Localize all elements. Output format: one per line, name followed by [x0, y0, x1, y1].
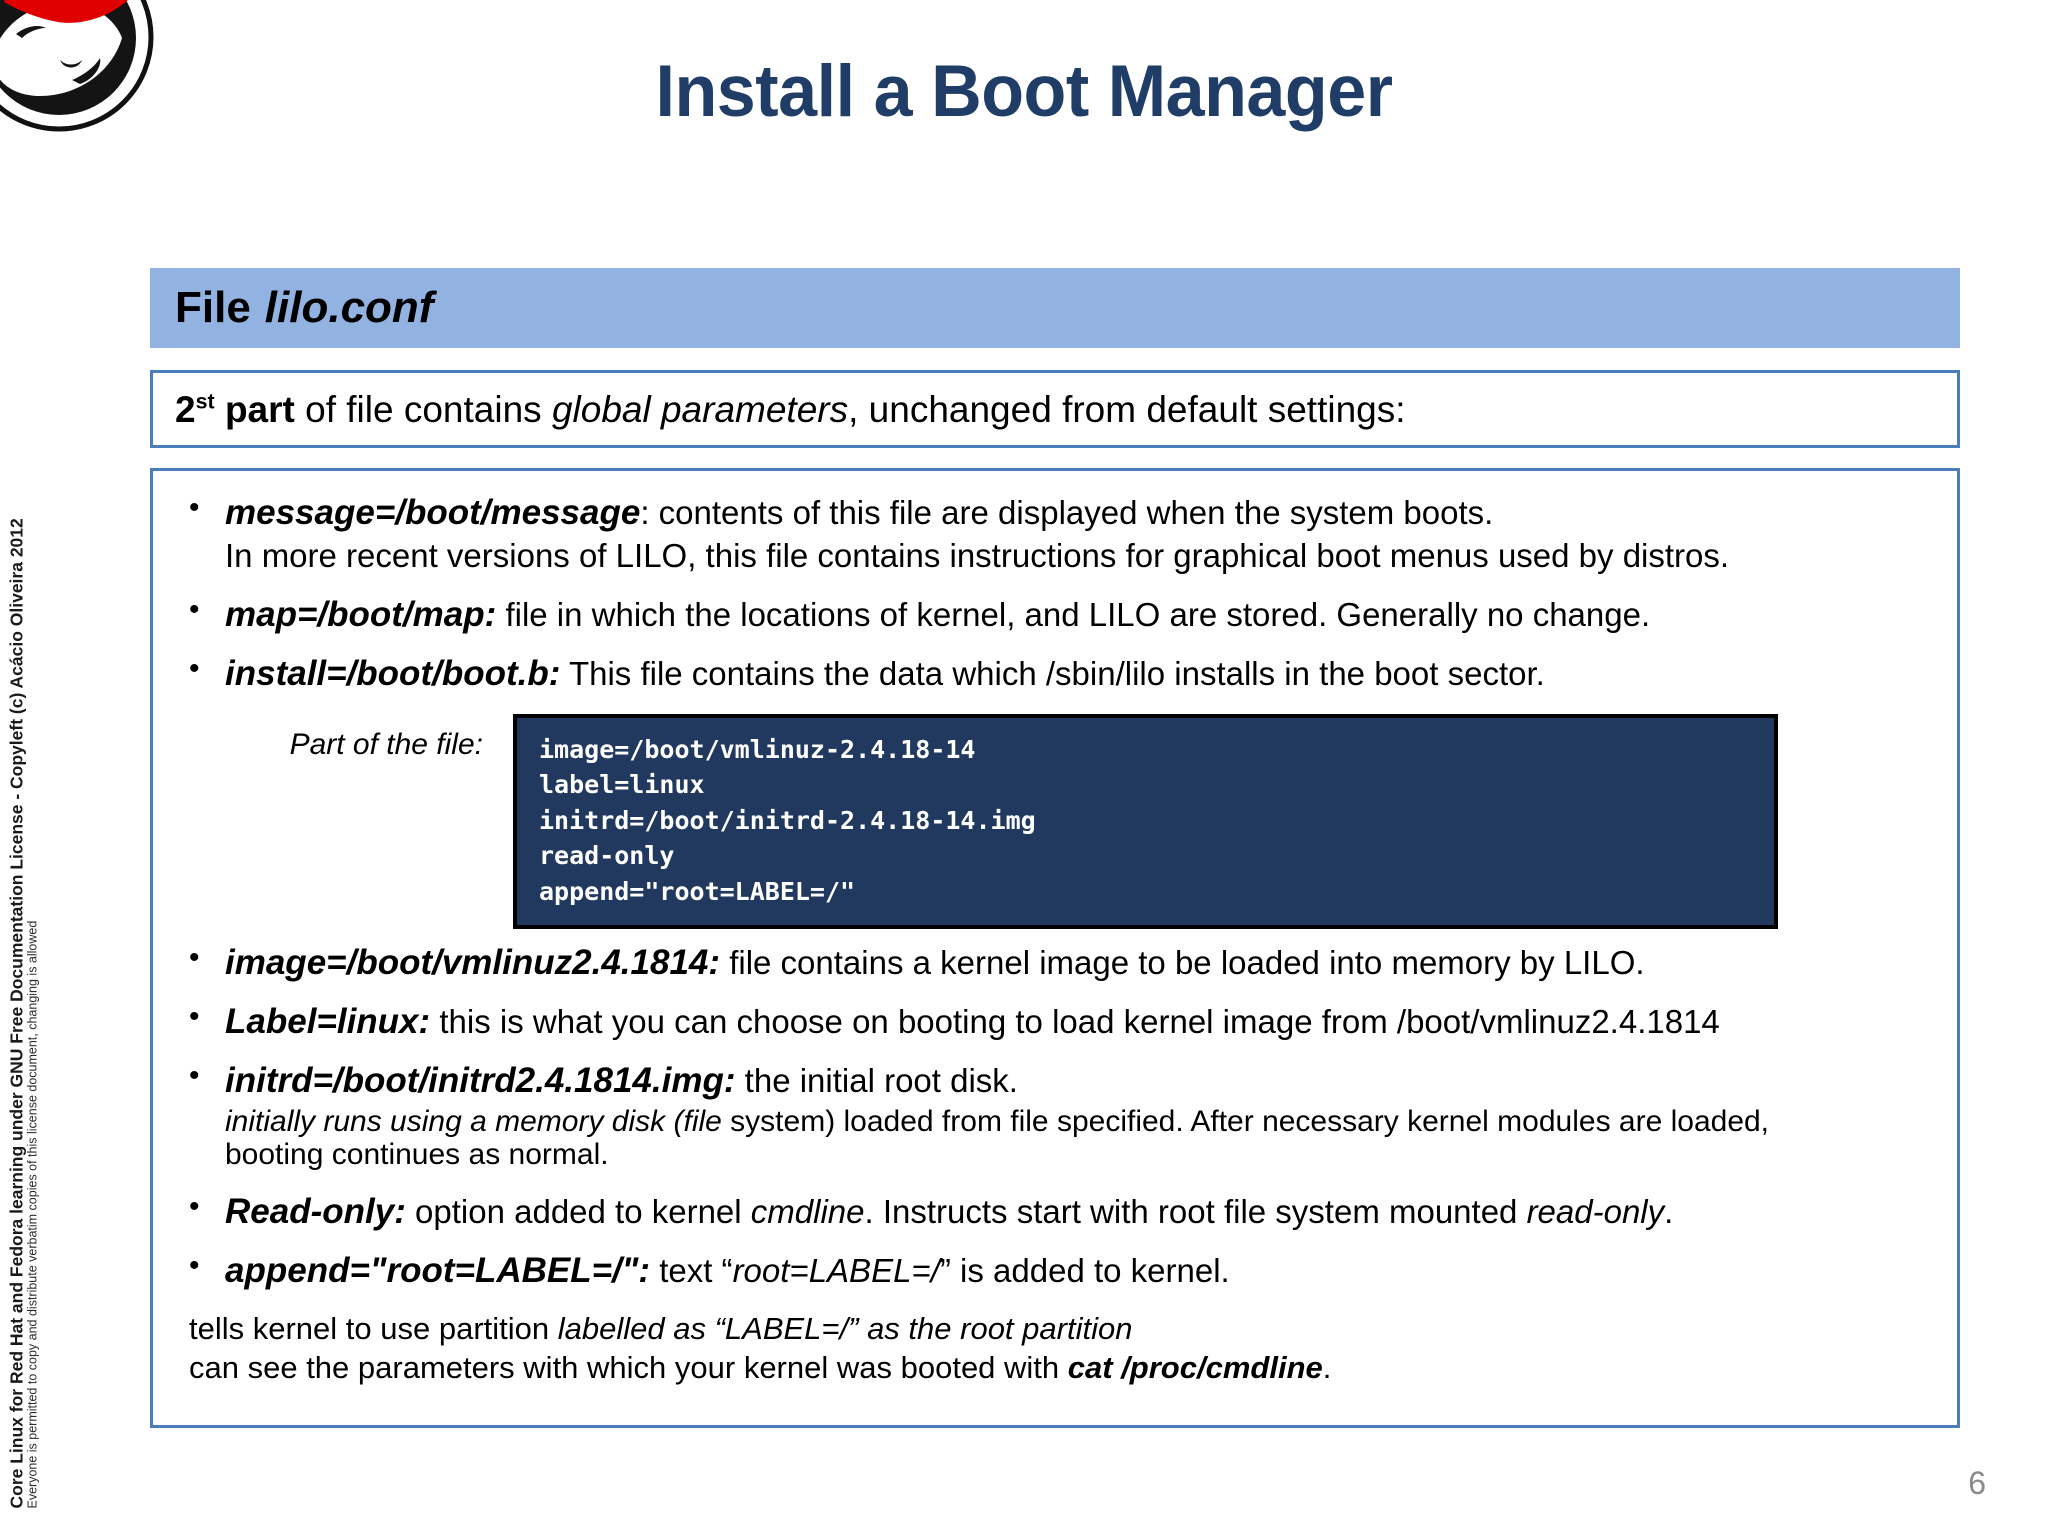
tail-line-1: tells kernel to use partition labelled a… — [173, 1310, 1937, 1349]
list-item-image: image=/boot/vmlinuz2.4.1814: file contai… — [173, 940, 1937, 983]
bullet-second-line: In more recent versions of LILO, this fi… — [225, 537, 1730, 575]
bullet-note-line-1: initially runs using a memory disk (file… — [225, 1105, 1937, 1139]
bullet-text-a: text “ — [650, 1251, 733, 1289]
parameter-list: message=/boot/message: contents of this … — [173, 490, 1937, 694]
summary-text: 2st part of file contains global paramet… — [175, 388, 1406, 430]
bullet-text-c: . — [1664, 1192, 1674, 1230]
file-header-label: File — [175, 283, 251, 332]
bullet-text-b: ” is added to kernel. — [939, 1251, 1230, 1289]
code-line: initrd=/boot/initrd-2.4.18-14.img — [539, 805, 1036, 835]
list-item-read-only: Read-only: option added to kernel cmdlin… — [173, 1189, 1937, 1231]
details-box: message=/boot/message: contents of this … — [150, 468, 1960, 1428]
list-item-install: install=/boot/boot.b: This file contains… — [173, 651, 1937, 694]
slide-content: File lilo.conf 2st part of file contains… — [150, 268, 1960, 1428]
bullet-text-b: . Instructs start with root file system … — [864, 1192, 1527, 1230]
bullet-note-normal: system) loaded from file specified. Afte… — [721, 1104, 1770, 1138]
bullet-keyword: image=/boot/vmlinuz2.4.1814: — [225, 943, 721, 983]
bullet-note-italic: initially runs using a memory disk (file — [225, 1104, 722, 1138]
bullet-text: file contains a kernel image to be loade… — [720, 944, 1645, 982]
bullet-text: this is what you can choose on booting t… — [430, 1003, 1720, 1041]
bullet-text-italic: cmdline — [750, 1192, 865, 1230]
summary-ordinal: 2 — [175, 388, 196, 430]
page-number: 6 — [1968, 1465, 1986, 1501]
bullet-text: the initial root disk. — [735, 1062, 1018, 1100]
bullet-text: text “root=LABEL=/” is added to kernel. — [650, 1252, 1230, 1289]
bullet-keyword: install=/boot/boot.b: — [225, 654, 561, 694]
bullet-text: file in which the locations of kernel, a… — [496, 596, 1651, 634]
tail-line-2-command: cat /proc/cmdline — [1067, 1349, 1323, 1385]
license-sub-text: Everyone is permitted to copy and distri… — [25, 920, 40, 1508]
code-line: read-only — [539, 841, 675, 871]
red-hat-shadowman-logo — [0, 0, 154, 132]
bullet-keyword: append="root=LABEL=/": — [225, 1250, 651, 1290]
list-item-message: message=/boot/message: contents of this … — [173, 490, 1937, 575]
license-main-text: Core Linux for Red Hat and Fedora learni… — [6, 517, 27, 1508]
list-item-label: Label=linux: this is what you can choose… — [173, 999, 1937, 1042]
summary-bold-word: part — [224, 388, 295, 430]
code-sample-label: Part of the file: — [289, 727, 483, 761]
list-item-append: append="root=LABEL=/": text “root=LABEL=… — [173, 1248, 1937, 1290]
list-item-initrd: initrd=/boot/initrd2.4.1814.img: the ini… — [173, 1058, 1937, 1172]
tail-line-2: can see the parameters with which your k… — [173, 1349, 1937, 1388]
bullet-keyword: initrd=/boot/initrd2.4.1814.img: — [225, 1061, 736, 1101]
page-title: Install a Boot Manager — [655, 51, 1393, 132]
license-sidebar: Core Linux for Red Hat and Fedora learni… — [6, 0, 72, 1536]
bullet-note-line-2: booting continues as normal. — [225, 1138, 609, 1172]
tail-line-2-text: can see the parameters with which your k… — [189, 1349, 1068, 1385]
code-line: image=/boot/vmlinuz-2.4.18-14 — [539, 734, 976, 764]
bullet-text: This file contains the data which /sbin/… — [560, 655, 1545, 693]
summary-text-2: , unchanged from default settings: — [848, 388, 1406, 430]
tail-line-1-italic: labelled as “LABEL=/” as the root partit… — [557, 1311, 1133, 1347]
bullet-text-italic-2: read-only — [1526, 1192, 1665, 1230]
list-item-map: map=/boot/map: file in which the locatio… — [173, 592, 1937, 635]
file-header-band: File lilo.conf — [150, 268, 1960, 348]
bullet-keyword: Read-only: — [225, 1191, 406, 1231]
file-header-filename: lilo.conf — [264, 283, 434, 332]
parameter-list-continued: image=/boot/vmlinuz2.4.1814: file contai… — [173, 940, 1937, 1290]
summary-text-1: of file contains — [294, 388, 552, 430]
summary-italic-1: global parameters — [551, 388, 849, 430]
bullet-keyword: map=/boot/map: — [225, 595, 497, 635]
code-line: label=linux — [539, 770, 705, 800]
bullet-keyword: message=/boot/message — [225, 493, 641, 532]
bullet-text: : contents of this file are displayed wh… — [640, 494, 1494, 531]
tail-line-2-end: . — [1322, 1349, 1332, 1385]
bullet-text: option added to kernel cmdline. Instruct… — [406, 1193, 1673, 1230]
code-sample-block: image=/boot/vmlinuz-2.4.18-14 label=linu… — [513, 713, 1778, 930]
summary-ordinal-suffix: st — [195, 389, 215, 414]
bullet-keyword: Label=linux: — [225, 1002, 431, 1042]
tail-line-1-text: tells kernel to use partition — [189, 1311, 558, 1347]
summary-box: 2st part of file contains global paramet… — [150, 370, 1960, 448]
code-sample-row: Part of the file: image=/boot/vmlinuz-2.… — [173, 713, 1937, 930]
code-line: append="root=LABEL=/" — [539, 876, 856, 906]
bullet-text-a: option added to kernel — [405, 1192, 751, 1230]
bullet-text-italic: root=LABEL=/ — [732, 1251, 940, 1289]
